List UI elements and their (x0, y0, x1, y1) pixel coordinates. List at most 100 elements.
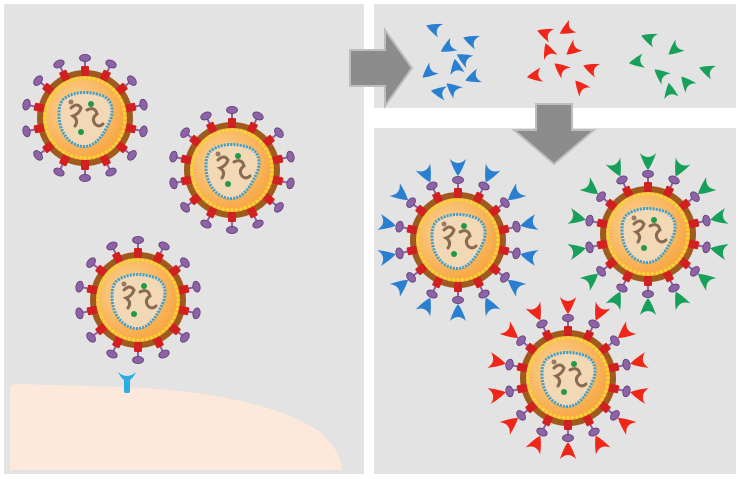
bound-antibody (507, 183, 527, 201)
bound-antibody (499, 321, 519, 339)
virus-blue (377, 159, 539, 321)
free-antibody (668, 39, 685, 55)
virus-red-rna (552, 363, 588, 388)
virus-1-matrix-proteins (33, 66, 137, 170)
free-antibody (664, 82, 679, 100)
bound-antibody (485, 297, 501, 317)
down-arrow-shape (511, 103, 597, 166)
virus-1 (22, 54, 148, 182)
free-antibodies (422, 19, 716, 101)
free-antibody (440, 37, 458, 52)
virus-green-lipid-layer (606, 192, 690, 276)
virus-3-spikes (75, 236, 201, 364)
bound-antibody (675, 157, 691, 177)
virus-3 (75, 236, 201, 364)
virus-red-enzymes (551, 359, 577, 395)
free-antibody (681, 76, 697, 93)
free-antibody (446, 83, 463, 99)
bound-antibody (617, 321, 637, 339)
virus-3-matrix-proteins (86, 248, 190, 352)
bound-antibody (675, 291, 691, 311)
bound-antibody (389, 279, 409, 297)
bound-antibody (579, 273, 599, 291)
bound-antibody (520, 214, 539, 230)
virus-2-lipid-layer (190, 128, 274, 212)
free-antibody (537, 28, 554, 43)
bound-antibody (595, 435, 611, 455)
virus-2 (169, 106, 295, 234)
free-antibody (628, 53, 646, 68)
bound-antibody (697, 177, 717, 195)
free-antibody (463, 35, 480, 50)
free-antibody (526, 67, 544, 82)
left-panel (4, 4, 364, 474)
free-antibody (583, 63, 600, 78)
free-antibody (641, 33, 658, 48)
free-antibody (456, 54, 474, 69)
virus-3-lipid-layer (96, 258, 180, 342)
virus-2-enzymes (215, 151, 241, 187)
bound-antibody (415, 297, 431, 317)
virus-red-matrix-proteins (516, 326, 620, 430)
virus-blue-enzymes (441, 221, 467, 257)
bound-antibody (595, 301, 611, 321)
bound-antibody (617, 417, 637, 435)
bound-antibody (567, 208, 586, 224)
virus-1-enzymes (68, 99, 94, 135)
bound-antibody (487, 352, 506, 368)
free-antibody (559, 19, 577, 34)
host-cell (9, 384, 343, 470)
virus-2-matrix-proteins (180, 118, 284, 222)
free-antibody (422, 62, 439, 78)
bound-antibody (630, 388, 649, 404)
virus-blue-rna (442, 225, 478, 250)
right-arrow (349, 26, 414, 110)
bound-antibody (377, 214, 396, 230)
down-arrow (511, 103, 597, 166)
bound-antibody (507, 279, 527, 297)
virus-red-lipid-layer (526, 336, 610, 420)
free-antibody (575, 80, 591, 97)
green-antibodies (628, 33, 716, 100)
blue-antibodies (422, 23, 482, 101)
free-antibody (699, 65, 716, 80)
bound-antibody (525, 301, 541, 321)
viruses (22, 54, 729, 459)
virus-3-rna (122, 285, 158, 310)
right-arrow-shape (349, 26, 414, 110)
receptor-stem (124, 377, 130, 393)
free-antibody (554, 63, 571, 79)
bound-antibody (630, 352, 649, 368)
receptor (118, 372, 136, 393)
virus-green-matrix-proteins (596, 182, 700, 286)
bound-antibody (499, 417, 519, 435)
red-antibodies (526, 19, 600, 97)
virus-green-enzymes (631, 215, 657, 251)
virus-blue-lipid-layer (416, 198, 500, 282)
virus-blue-matrix-proteins (406, 188, 510, 292)
free-antibody (450, 58, 465, 76)
free-antibody (543, 43, 558, 60)
bound-antibody (697, 273, 717, 291)
virus-2-rna (216, 155, 252, 180)
virus-blue-antibody-coating (377, 159, 539, 321)
virus-1-lipid-layer (43, 76, 127, 160)
bound-antibody (710, 244, 729, 260)
bound-antibody (605, 157, 621, 177)
bound-antibody (579, 177, 599, 195)
bound-antibody (485, 163, 501, 183)
virus-3-enzymes (121, 281, 147, 317)
bound-antibody (710, 208, 729, 224)
bound-antibody (487, 388, 506, 404)
free-antibody (426, 23, 443, 38)
bound-antibody (520, 250, 539, 266)
virus-green-rna (632, 219, 668, 244)
virus-1-rna (69, 103, 105, 128)
free-antibody (465, 68, 482, 83)
bound-antibody (377, 250, 396, 266)
free-antibody (654, 69, 671, 85)
free-antibody (566, 39, 583, 55)
free-antibody (430, 86, 448, 101)
bound-antibody (389, 183, 409, 201)
